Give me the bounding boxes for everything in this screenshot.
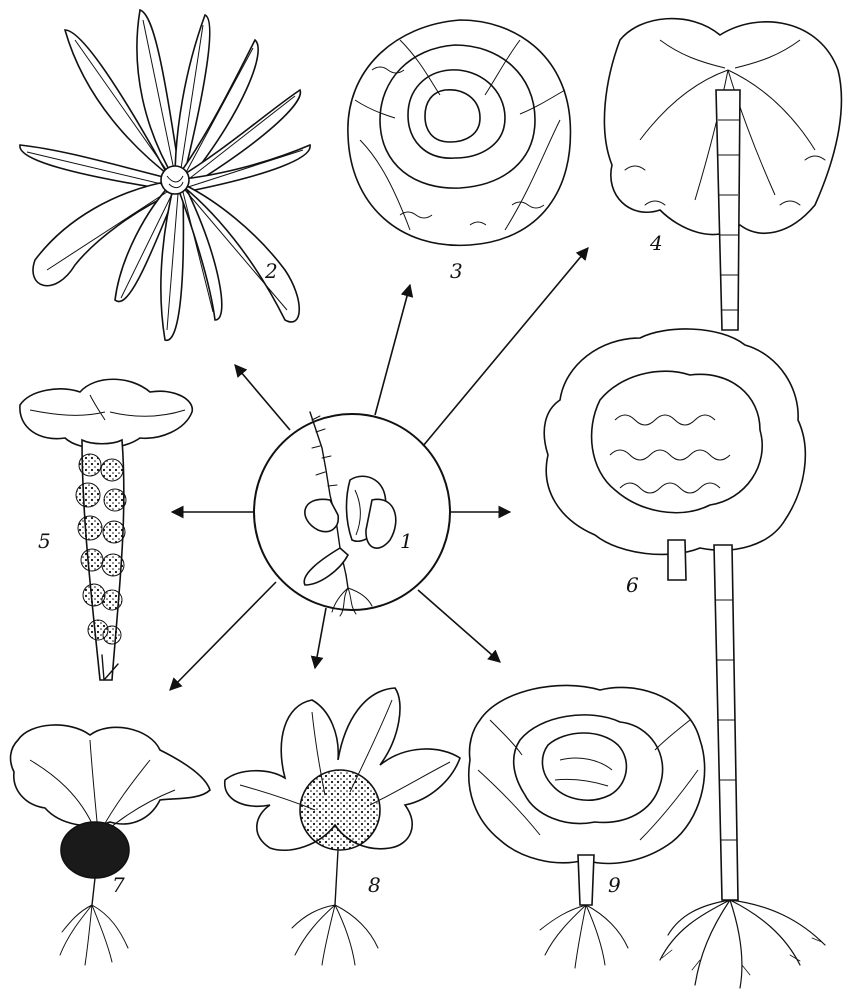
label-7: 7: [112, 873, 125, 897]
turnip-icon: [11, 725, 210, 965]
tree-cabbage-icon: [604, 19, 841, 330]
arrow-to-7: [170, 582, 276, 690]
arrow-to-9: [418, 590, 500, 662]
label-1: 1: [400, 529, 413, 553]
arrows: [170, 248, 588, 690]
kohlrabi-icon: [225, 688, 460, 965]
wild-cabbage-icon: [304, 412, 396, 616]
label-4: 4: [649, 231, 663, 255]
savoy-cabbage-icon: [348, 20, 571, 245]
arrow-to-8: [315, 608, 326, 668]
arrow-to-3: [375, 285, 410, 415]
label-3: 3: [450, 259, 463, 283]
label-9: 9: [608, 873, 621, 897]
kale-icon: [20, 10, 310, 340]
label-5: 5: [38, 529, 51, 553]
label-8: 8: [368, 873, 381, 897]
label-6: 6: [626, 573, 639, 597]
label-2: 2: [264, 259, 278, 283]
arrow-to-2: [235, 365, 290, 430]
head-cabbage-icon: [469, 685, 705, 968]
